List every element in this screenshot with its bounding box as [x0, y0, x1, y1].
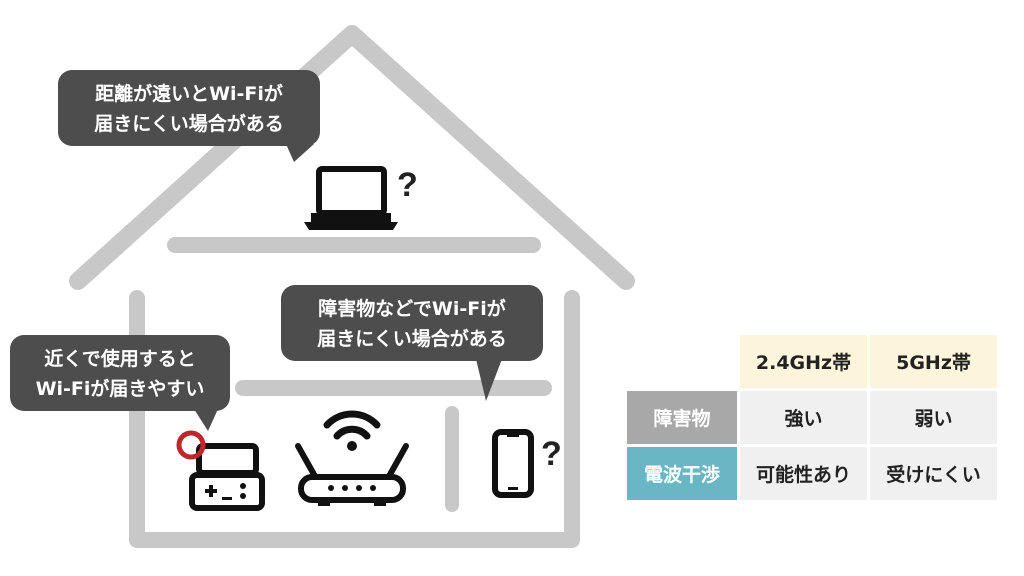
- bubble-text-line: 障害物などでWi-Fiが: [318, 298, 506, 320]
- bubble-text-line: Wi-Fiが届きやすい: [35, 378, 205, 400]
- speech-bubble-tail: [476, 359, 502, 401]
- frequency-comparison-table: 2.4GHz帯 5GHz帯 障害物 強い 弱い 電波干渉 可能性あり 受けにくい: [624, 332, 1000, 503]
- speech-bubble-tail: [194, 409, 218, 431]
- table-header-row: 2.4GHz帯 5GHz帯: [627, 335, 997, 388]
- smartphone-icon: [492, 429, 534, 498]
- laptop-icon: [304, 166, 398, 230]
- speech-bubble-obstacle: 障害物などでWi-Fiが 届きにくい場合がある: [281, 285, 543, 361]
- row-header-obstacle: 障害物: [627, 391, 737, 444]
- wifi-signal-icon: [323, 410, 381, 451]
- question-mark-laptop: ?: [397, 166, 418, 204]
- highlight-ring: [176, 430, 206, 460]
- question-mark-phone: ?: [541, 435, 562, 473]
- row-header-interference: 電波干渉: [627, 447, 737, 500]
- speech-bubble-near: 近くで使用すると Wi-Fiが届きやすい: [10, 335, 230, 411]
- wifi-router-icon: [295, 443, 409, 506]
- table-cell: 弱い: [870, 391, 997, 444]
- table-corner: [627, 335, 737, 388]
- game-console-icon: [189, 443, 265, 511]
- bubble-text-line: 近くで使用すると: [44, 348, 196, 370]
- table-cell: 強い: [740, 391, 867, 444]
- table-row: 電波干渉 可能性あり 受けにくい: [627, 447, 997, 500]
- table-cell: 受けにくい: [870, 447, 997, 500]
- table-row: 障害物 強い 弱い: [627, 391, 997, 444]
- table-cell: 可能性あり: [740, 447, 867, 500]
- speech-bubble-tail: [286, 144, 314, 162]
- column-header-5ghz: 5GHz帯: [870, 335, 997, 388]
- bubble-text-line: 届きにくい場合がある: [94, 113, 284, 135]
- house-roof: [69, 25, 635, 290]
- column-header-2-4ghz: 2.4GHz帯: [740, 335, 867, 388]
- bubble-text-line: 距離が遠いとWi-Fiが: [95, 83, 283, 105]
- bubble-text-line: 届きにくい場合がある: [317, 328, 507, 350]
- speech-bubble-distance: 距離が遠いとWi-Fiが 届きにくい場合がある: [58, 70, 320, 146]
